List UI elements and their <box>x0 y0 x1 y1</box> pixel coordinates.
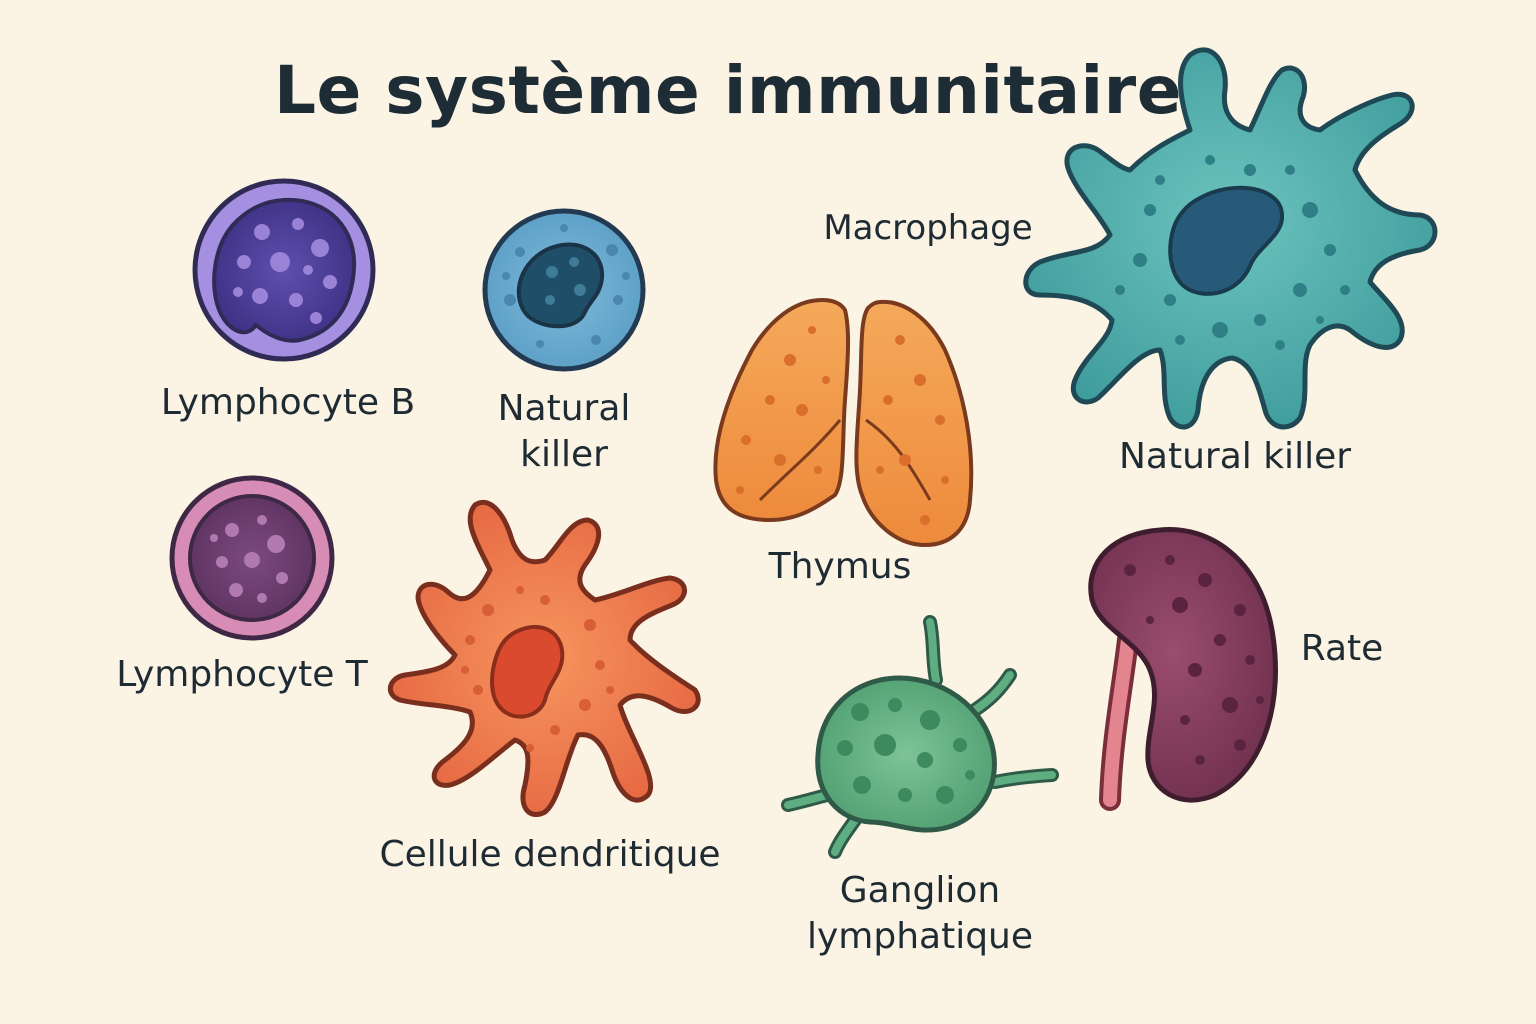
label-ganglion-line2: lymphatique <box>806 916 1034 957</box>
dendritic-cell <box>388 500 701 817</box>
label-natural-killer-large: Natural killer <box>1118 436 1352 477</box>
label-natural-killer-small-line1: Natural <box>497 388 631 429</box>
label-thymus: Thymus <box>768 546 912 587</box>
thymus-organ <box>713 297 974 548</box>
label-cellule-dendritique: Cellule dendritique <box>379 834 721 875</box>
spleen-organ <box>1088 527 1278 811</box>
label-ganglion-lymphatique: Ganglion lymphatique <box>790 868 1050 960</box>
lymphocyte-t-cell <box>169 475 335 641</box>
label-natural-killer-small-line2: killer <box>520 434 608 475</box>
label-ganglion-line1: Ganglion <box>839 870 1001 911</box>
macrophage-cell <box>1023 47 1438 430</box>
label-rate: Rate <box>1300 628 1384 669</box>
natural-killer-small-cell <box>482 208 646 372</box>
label-lymphocyte-b: Lymphocyte B <box>160 382 416 423</box>
lymph-node-organ <box>781 615 1059 859</box>
label-lymphocyte-t: Lymphocyte T <box>116 654 368 695</box>
label-natural-killer-small: Natural killer <box>474 386 654 478</box>
page-title: Le système immunitaire <box>274 52 1182 129</box>
lymphocyte-b-cell <box>192 178 376 362</box>
label-macrophage: Macrophage <box>823 208 1033 248</box>
